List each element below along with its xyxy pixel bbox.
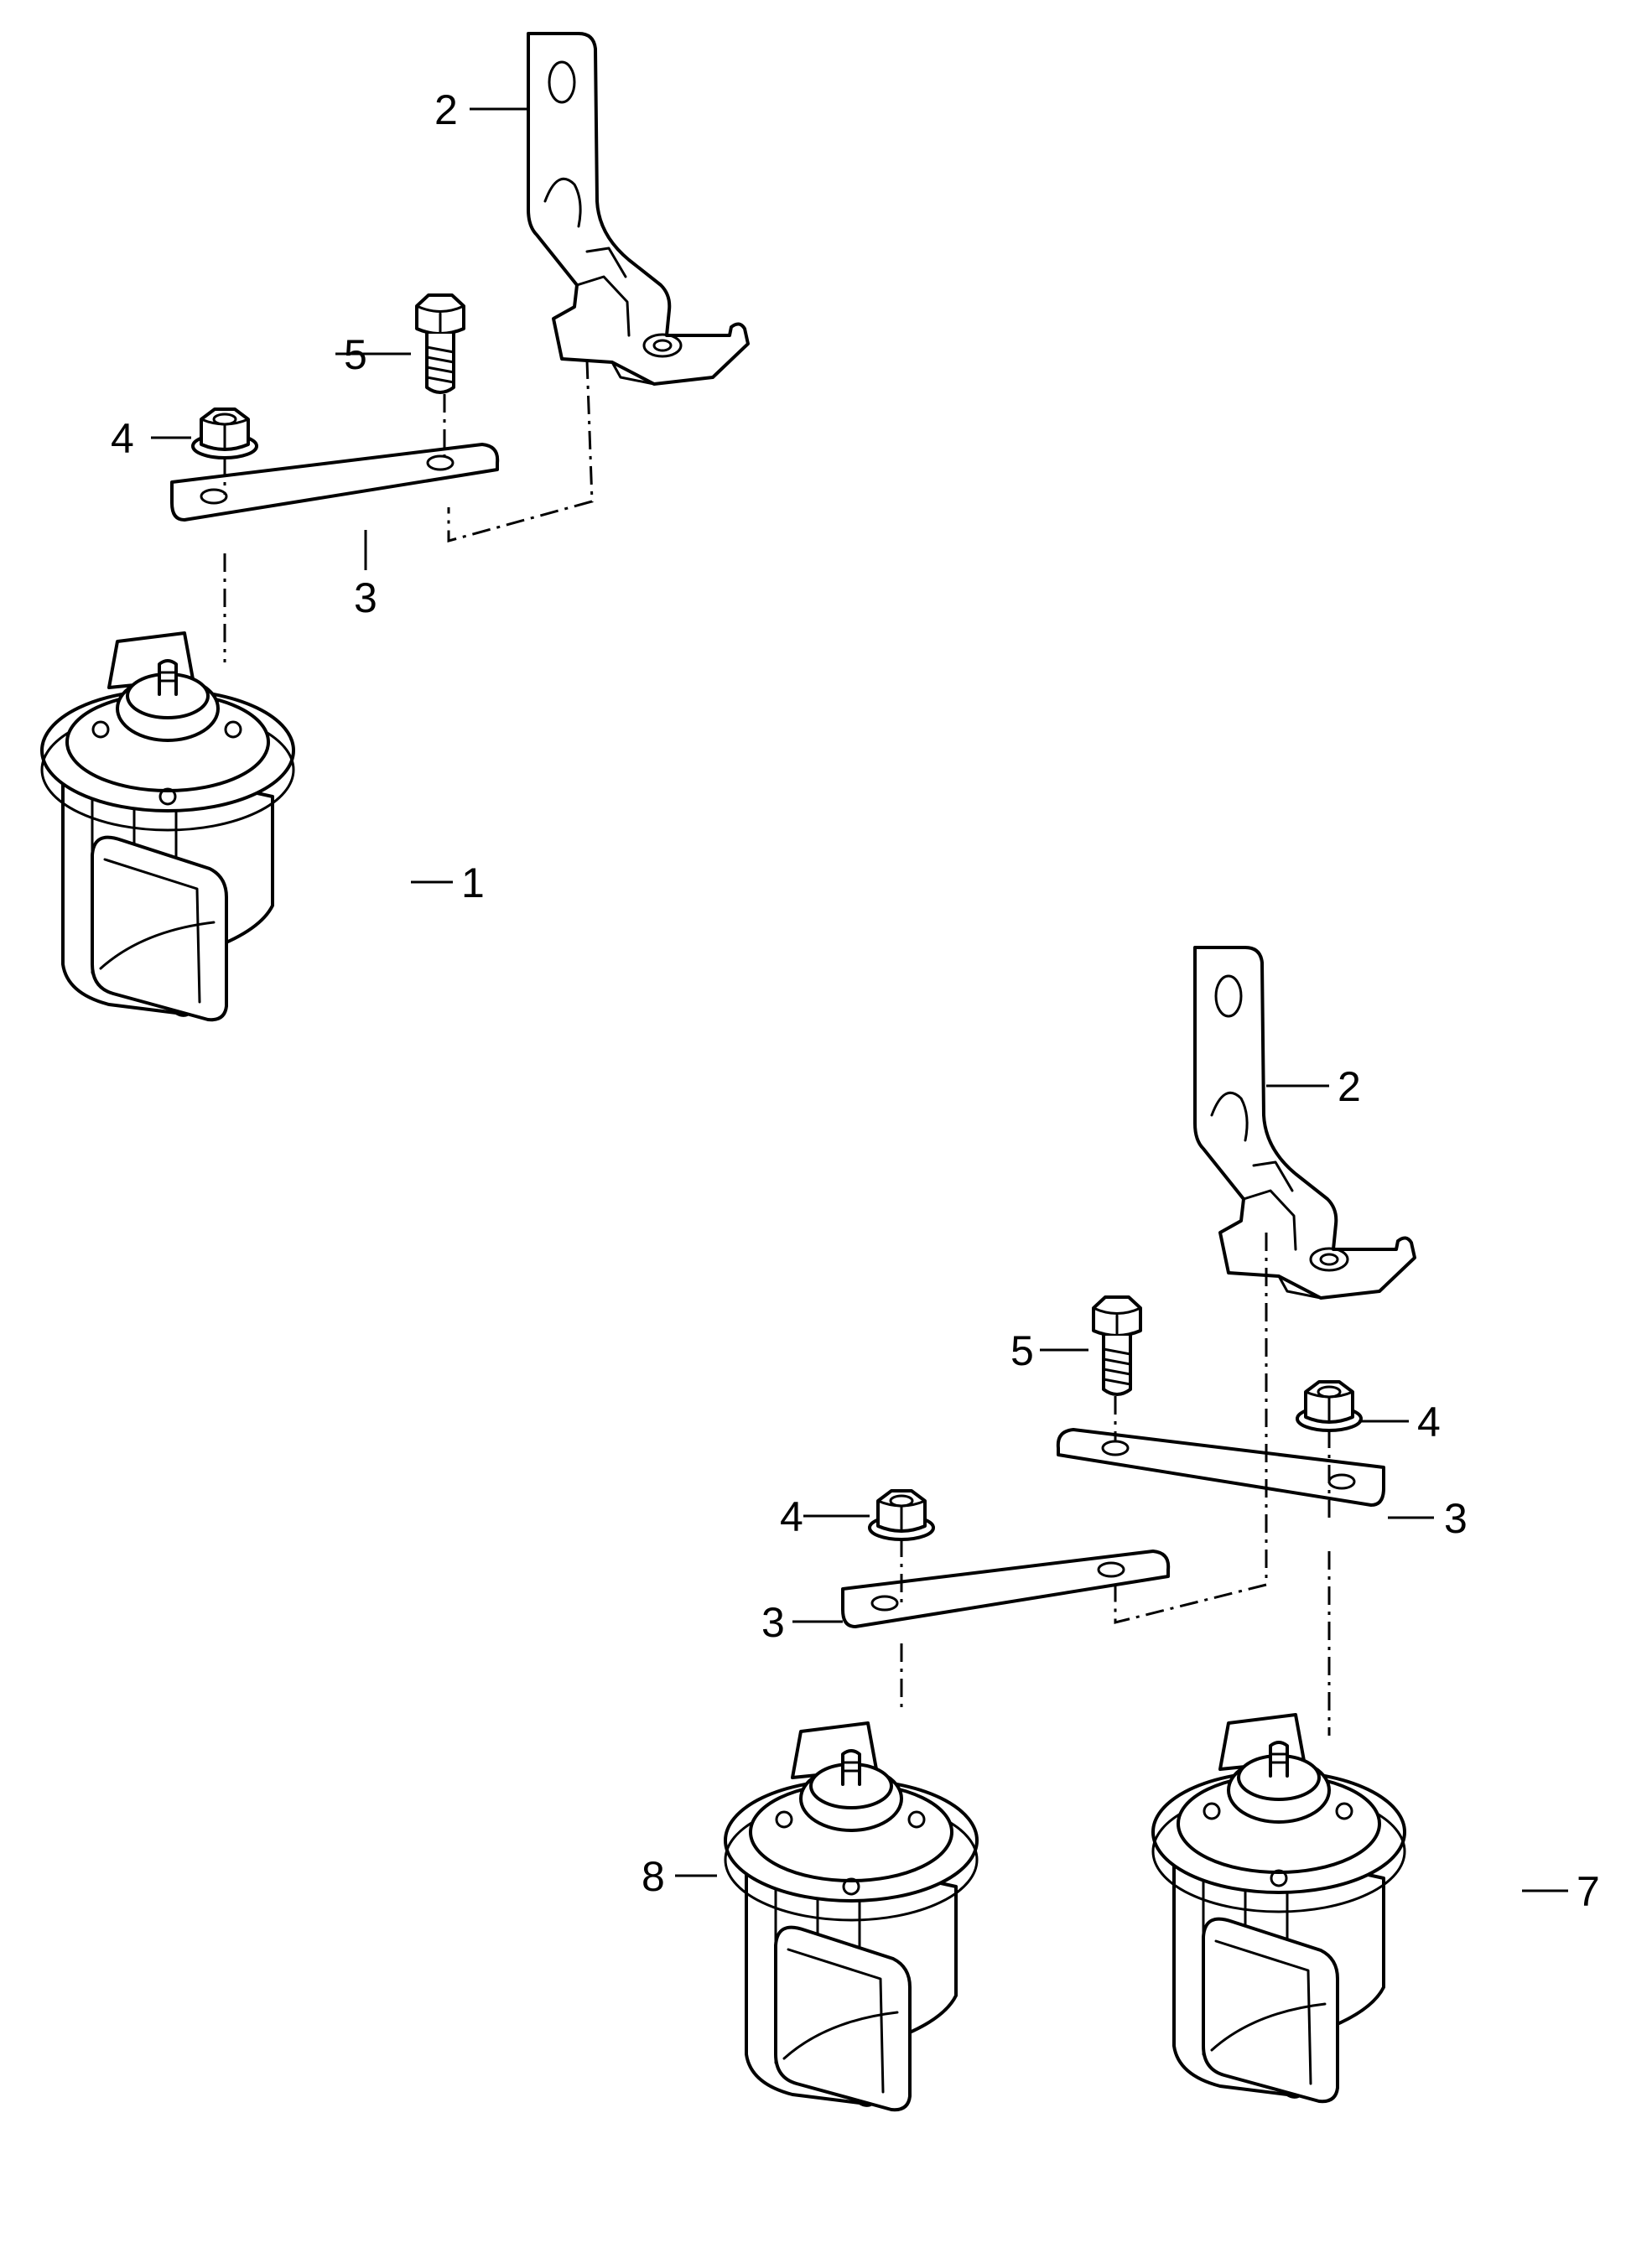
bracket-top [527, 32, 750, 386]
strap-bottom-right [1056, 1428, 1385, 1507]
bolt-bottom [1092, 1295, 1142, 1396]
top-assembly [40, 32, 750, 1022]
nut-top [191, 408, 258, 459]
callout-2-top: 2 [434, 86, 458, 133]
strap-bottom-left [841, 1550, 1171, 1628]
callout-3-bottom-left: 3 [761, 1599, 785, 1646]
callout-5-bottom: 5 [1010, 1327, 1034, 1374]
horn-part-8 [724, 1721, 979, 2112]
callout-3-bottom-right: 3 [1444, 1495, 1468, 1542]
callout-4-bottom-left: 4 [780, 1493, 803, 1540]
bracket-bottom [1193, 946, 1416, 1300]
callout-3-top: 3 [354, 574, 377, 621]
callout-4-top: 4 [111, 415, 134, 462]
callout-2-bottom: 2 [1338, 1063, 1361, 1110]
nut-bottom-left [868, 1489, 935, 1541]
callout-4-bottom-right: 4 [1417, 1399, 1441, 1446]
horn-part-1 [40, 631, 295, 1022]
horn-part-7 [1151, 1713, 1406, 2104]
callout-1: 1 [461, 859, 485, 906]
callout-8: 8 [642, 1853, 665, 1900]
callout-5-top: 5 [344, 331, 367, 378]
nut-bottom-right [1296, 1380, 1363, 1432]
bottom-assembly [724, 946, 1416, 2112]
callout-leaders [151, 107, 1568, 1892]
bolt-top [415, 293, 465, 394]
centerline-bracket-top [447, 360, 594, 542]
callout-numbers: 2 5 4 3 1 2 5 4 4 3 3 8 7 [111, 86, 1600, 1915]
callout-7: 7 [1577, 1868, 1600, 1915]
centerline-bracket-bottom [1114, 1233, 1268, 1624]
